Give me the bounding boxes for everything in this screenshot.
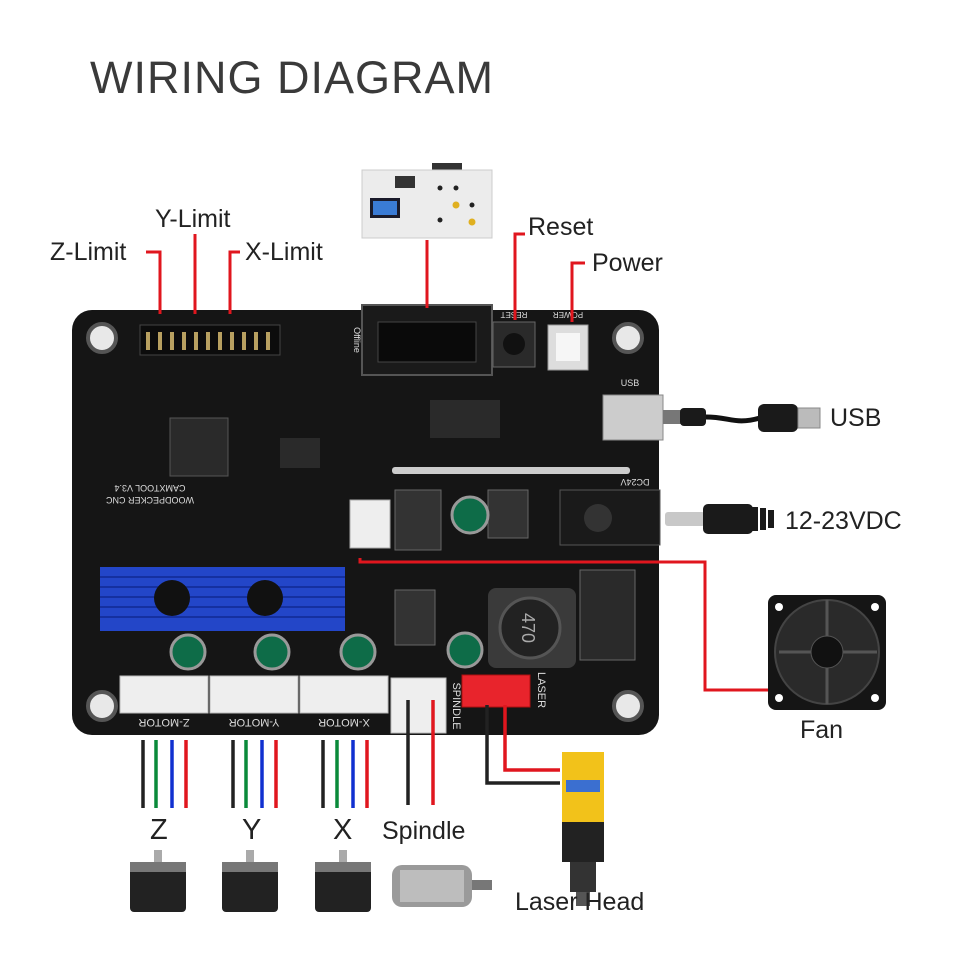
motor-wires bbox=[141, 700, 435, 808]
silk-brand: WOODPECKER CNC bbox=[106, 495, 195, 505]
label-leader-lines bbox=[146, 232, 585, 322]
label-z: Z bbox=[150, 814, 168, 846]
label-dc: 12-23VDC bbox=[785, 507, 902, 535]
heatsink bbox=[100, 567, 345, 631]
silk-z-motor: Z-MOTOR bbox=[138, 716, 189, 728]
label-reset: Reset bbox=[528, 213, 594, 241]
silk-offline: Offline bbox=[352, 327, 362, 353]
silk-usb: USB bbox=[621, 378, 640, 388]
label-x: X bbox=[333, 814, 353, 846]
stepper-motors bbox=[130, 850, 371, 912]
dc-plug bbox=[665, 504, 774, 534]
label-spindle: Spindle bbox=[382, 817, 466, 845]
label-y: Y bbox=[242, 814, 262, 846]
label-fan: Fan bbox=[800, 716, 844, 744]
silk-power: POWER bbox=[553, 310, 583, 319]
label-laser-head: Laser Head bbox=[515, 888, 645, 916]
laser-head bbox=[562, 752, 604, 906]
silk-x-motor: X-MOTOR bbox=[318, 716, 370, 728]
page-title: WIRING DIAGRAM bbox=[90, 52, 494, 103]
spindle-motor bbox=[392, 865, 492, 907]
silk-model: CAMXTOOL V3.4 bbox=[114, 483, 185, 493]
offline-controller bbox=[361, 163, 493, 239]
label-y-limit: Y-Limit bbox=[155, 205, 231, 233]
label-power: Power bbox=[592, 249, 663, 277]
label-z-limit: Z-Limit bbox=[50, 238, 127, 266]
usb-cable bbox=[663, 404, 821, 432]
silk-spindle: SPINDLE bbox=[450, 682, 462, 729]
inductor-label: 470 bbox=[518, 613, 538, 643]
label-x-limit: X-Limit bbox=[245, 238, 323, 266]
silk-laser: LASER bbox=[535, 672, 547, 708]
silk-dc: DC24V bbox=[620, 477, 649, 487]
label-usb: USB bbox=[830, 404, 882, 432]
fan bbox=[768, 595, 886, 710]
controller-board: 470 Z-MOTOR Y-MOTOR X-MOTOR bbox=[72, 304, 664, 735]
laser-wires bbox=[485, 705, 560, 785]
fan-wire bbox=[358, 558, 775, 692]
silk-y-motor: Y-MOTOR bbox=[229, 716, 280, 728]
